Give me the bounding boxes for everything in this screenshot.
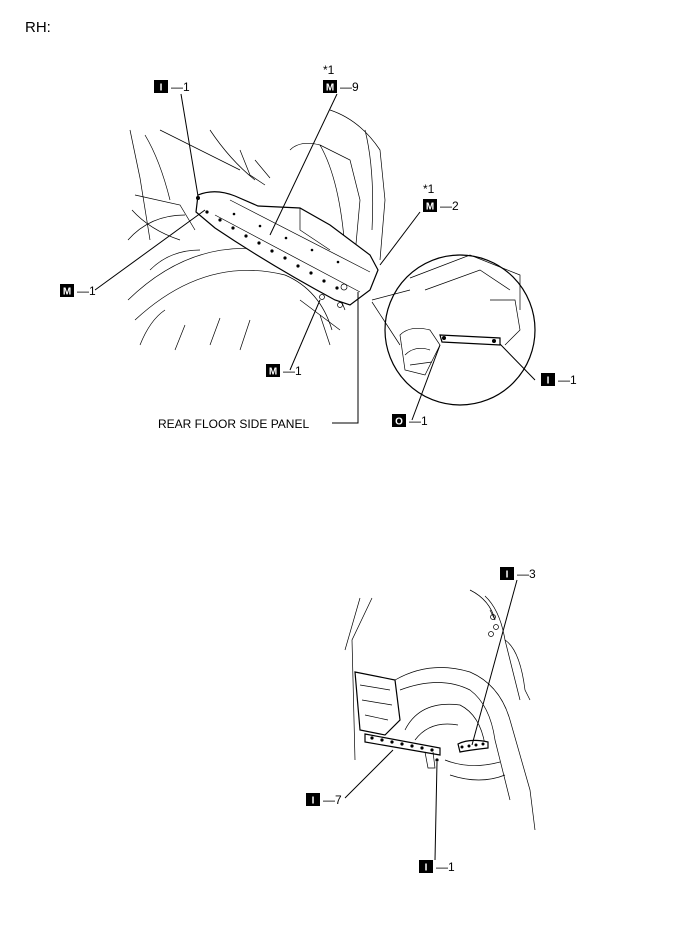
top-view-illustration <box>127 109 386 351</box>
svg-text:M: M <box>426 202 434 213</box>
callout-i3: I — 3 <box>500 567 536 581</box>
svg-text:9: 9 <box>352 80 359 94</box>
svg-text:1: 1 <box>295 364 302 378</box>
callout-m1-left: M — 1 <box>60 284 96 298</box>
svg-text:*1: *1 <box>423 182 435 196</box>
callout-i1-bottom: I — 1 <box>419 860 455 874</box>
callout-i1-top: I — 1 <box>154 80 190 94</box>
svg-text:I: I <box>312 796 315 807</box>
svg-text:—: — <box>340 80 352 94</box>
svg-text:I: I <box>425 863 428 874</box>
svg-text:1: 1 <box>421 414 428 428</box>
svg-text:1: 1 <box>448 860 455 874</box>
svg-text:—: — <box>409 414 421 428</box>
detail-magnifier <box>371 254 536 406</box>
svg-text:I: I <box>160 83 163 94</box>
svg-text:—: — <box>517 567 529 581</box>
svg-text:M: M <box>63 287 71 298</box>
side-title: RH: <box>25 19 51 36</box>
svg-text:—: — <box>440 199 452 213</box>
svg-text:*1: *1 <box>323 63 335 77</box>
svg-text:O: O <box>395 417 403 428</box>
callout-m9: *1 M — 9 <box>323 63 359 94</box>
rear-floor-side-panel-label: REAR FLOOR SIDE PANEL <box>158 417 309 431</box>
top-leaders <box>94 93 536 424</box>
svg-text:I: I <box>506 570 509 581</box>
svg-text:2: 2 <box>452 199 459 213</box>
svg-text:M: M <box>326 83 334 94</box>
svg-text:—: — <box>323 793 335 807</box>
svg-text:7: 7 <box>335 793 342 807</box>
bottom-view-illustration <box>344 589 536 831</box>
svg-text:—: — <box>283 364 295 378</box>
svg-text:1: 1 <box>89 284 96 298</box>
svg-text:M: M <box>269 367 277 378</box>
callout-m1-bottom: M — 1 <box>266 364 302 378</box>
svg-text:—: — <box>436 860 448 874</box>
callout-i1-detail: I — 1 <box>541 373 577 387</box>
callout-i7: I — 7 <box>306 793 342 807</box>
svg-text:I: I <box>547 376 550 387</box>
svg-text:1: 1 <box>570 373 577 387</box>
svg-text:—: — <box>171 80 183 94</box>
rear-floor-side-panel-shape <box>195 191 379 306</box>
callout-o1: O — 1 <box>392 414 428 428</box>
svg-text:—: — <box>77 284 89 298</box>
svg-text:1: 1 <box>183 80 190 94</box>
bottom-leaders <box>344 579 518 861</box>
callout-m2: *1 M — 2 <box>423 182 459 213</box>
svg-text:3: 3 <box>529 567 536 581</box>
svg-text:—: — <box>558 373 570 387</box>
